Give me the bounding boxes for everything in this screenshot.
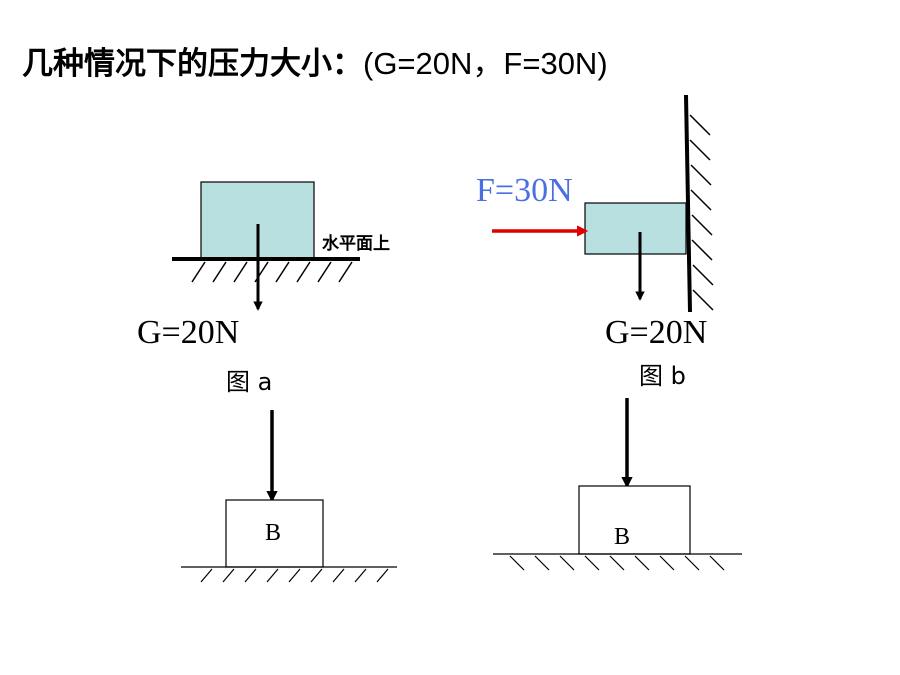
figure-b-wall xyxy=(684,94,692,313)
figure-d xyxy=(493,398,742,571)
title-main: 几种情况下的压力大小： xyxy=(22,46,363,82)
figure-a-surface-label: 水平面上 xyxy=(322,234,390,254)
figure-b-wall-hatching xyxy=(689,114,714,311)
figure-b-caption: 图 b xyxy=(639,362,686,390)
figure-b-force-label: F=30N xyxy=(476,172,573,209)
figure-a-hatching xyxy=(191,261,353,283)
figure-a-weight-label: G=20N xyxy=(137,314,240,351)
figure-c xyxy=(181,410,397,583)
figure-b-weight-label: G=20N xyxy=(605,314,708,351)
figure-d-block xyxy=(578,485,691,555)
figure-a-caption: 图 a xyxy=(226,368,273,396)
figure-c-hatching xyxy=(200,568,389,583)
slide-title: 几种情况下的压力大小：(G=20N，F=30N) xyxy=(22,38,608,83)
figure-b xyxy=(492,94,714,313)
figure-b-block xyxy=(584,202,687,255)
title-values: (G=20N，F=30N) xyxy=(363,46,608,81)
figure-c-block-label: B xyxy=(265,520,282,546)
figure-d-block-label: B xyxy=(614,524,631,550)
figure-a xyxy=(172,181,360,311)
figure-d-hatching xyxy=(509,555,725,571)
